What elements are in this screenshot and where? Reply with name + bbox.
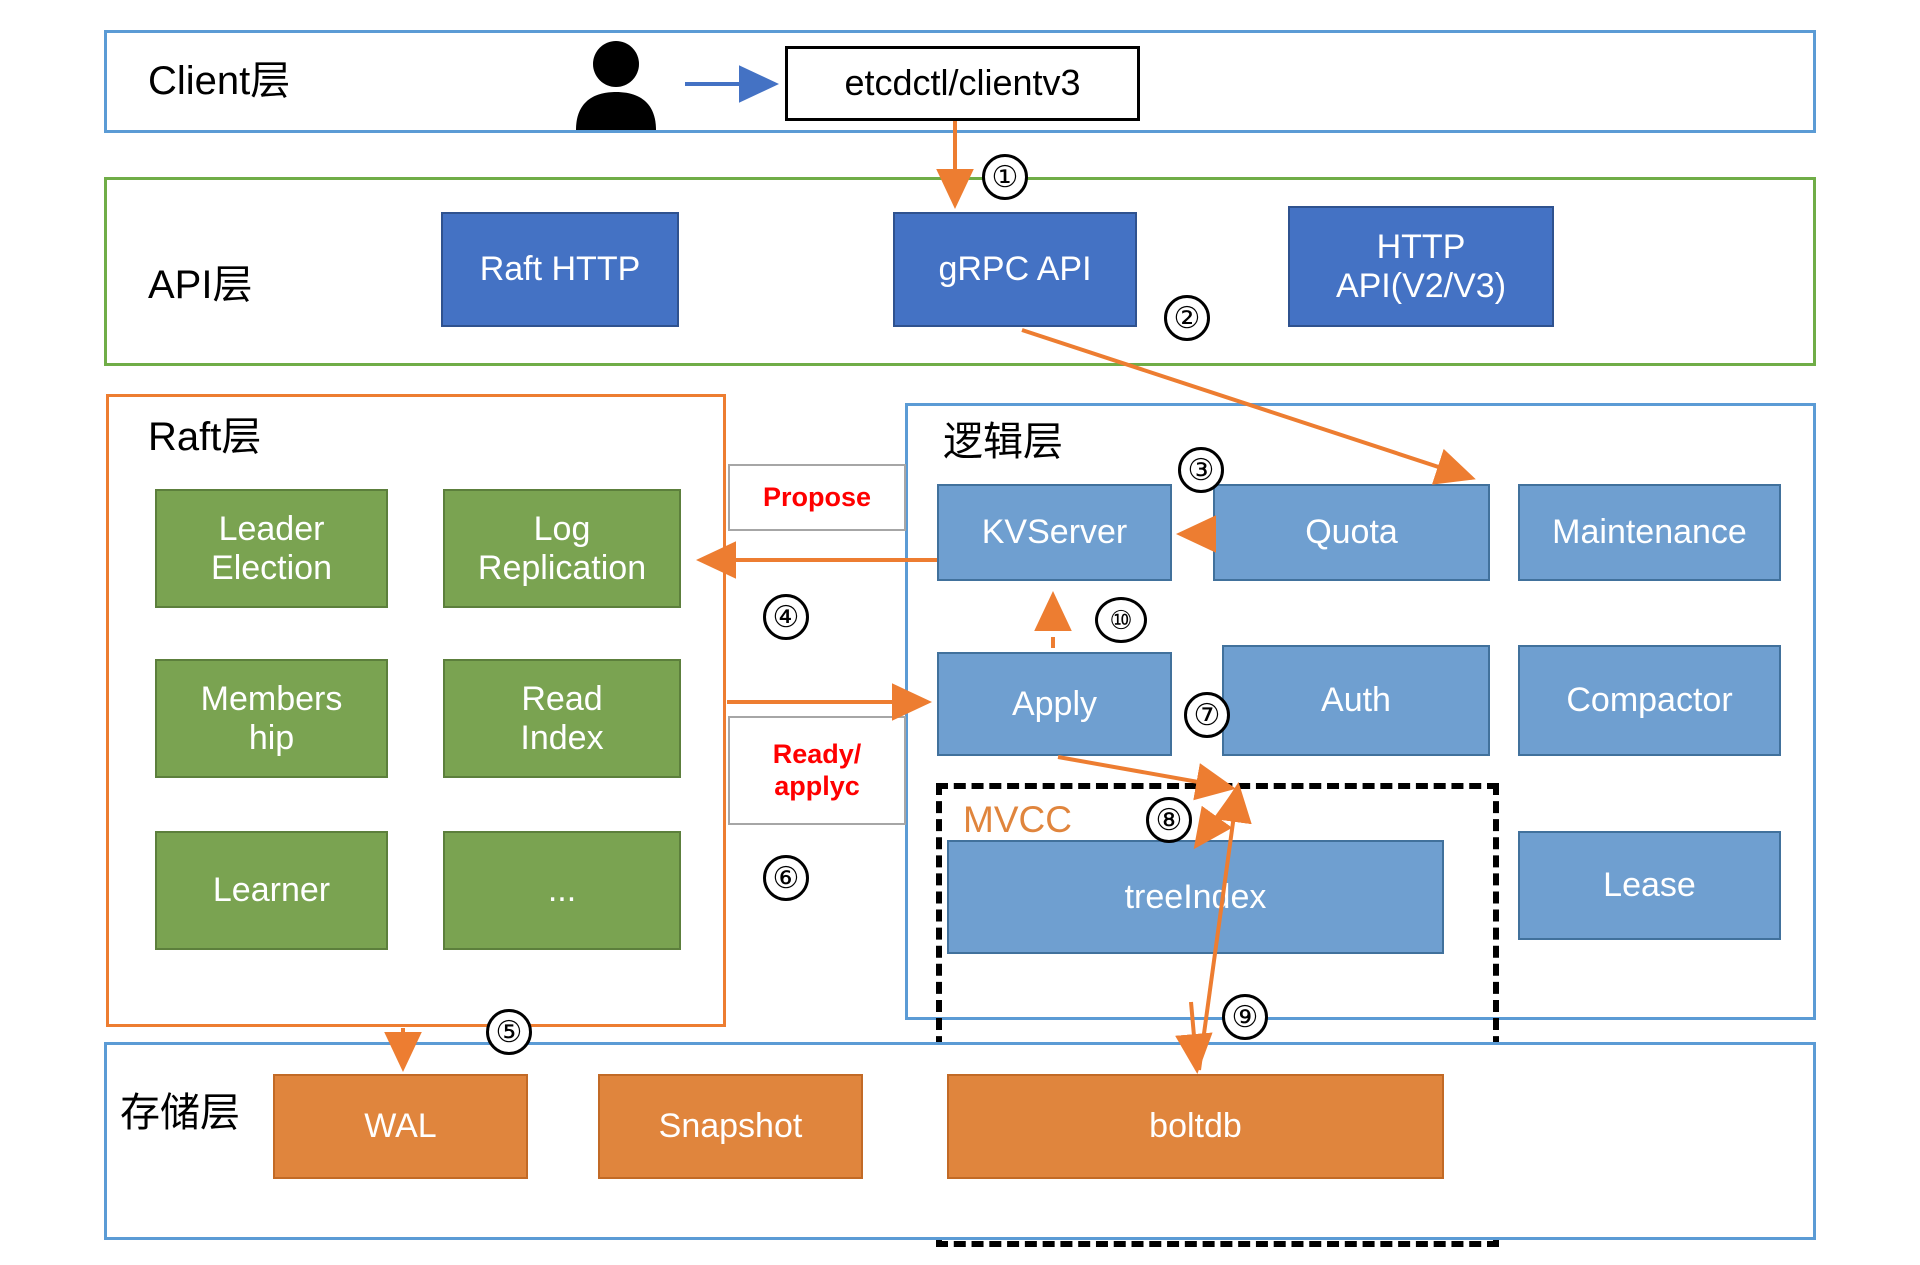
step-9-badge: ⑨ xyxy=(1222,994,1268,1040)
compactor-node[interactable]: Compactor xyxy=(1518,645,1781,756)
step-2-badge: ② xyxy=(1164,295,1210,341)
wal-node[interactable]: WAL xyxy=(273,1074,528,1179)
raft-http-label: Raft HTTP xyxy=(479,250,641,289)
log-replication-node[interactable]: Log Replication xyxy=(443,489,681,608)
step-8-badge: ⑧ xyxy=(1146,797,1192,843)
raft-layer-label: Raft层 xyxy=(148,415,262,459)
ready-applyc-line2: applyc xyxy=(774,770,860,801)
lease-label: Lease xyxy=(1603,866,1696,905)
membership-node[interactable]: Members hip xyxy=(155,659,388,778)
step-7-badge: ⑦ xyxy=(1184,692,1230,738)
snapshot-label: Snapshot xyxy=(658,1107,803,1146)
raft-http-node[interactable]: Raft HTTP xyxy=(441,212,679,327)
learner-label: Learner xyxy=(212,871,331,910)
membership-line2: hip xyxy=(248,718,295,757)
ready-applyc-tag: Ready/ applyc xyxy=(728,716,906,825)
api-layer-label: API层 xyxy=(148,263,253,307)
etc-label: ... xyxy=(547,871,577,910)
step-5-badge: ⑤ xyxy=(486,1009,532,1055)
auth-node[interactable]: Auth xyxy=(1222,645,1490,756)
compactor-label: Compactor xyxy=(1566,681,1733,720)
http-api-node[interactable]: HTTP API(V2/V3) xyxy=(1288,206,1554,327)
person-icon xyxy=(576,41,656,130)
treeindex-label: treeIndex xyxy=(1124,877,1267,916)
http-api-label-line1: HTTP xyxy=(1376,228,1466,267)
logic-layer-label: 逻辑层 xyxy=(943,420,1063,464)
log-replication-line2: Replication xyxy=(477,548,647,587)
lease-node[interactable]: Lease xyxy=(1518,831,1781,940)
snapshot-node[interactable]: Snapshot xyxy=(598,1074,863,1179)
apply-label: Apply xyxy=(1011,684,1098,723)
log-replication-line1: Log xyxy=(533,510,591,549)
kvserver-node[interactable]: KVServer xyxy=(937,484,1172,581)
quota-label: Quota xyxy=(1305,513,1398,552)
quota-node[interactable]: Quota xyxy=(1213,484,1490,581)
membership-line1: Members xyxy=(200,680,343,719)
step-4-badge: ④ xyxy=(763,594,809,640)
etcdctl-clientv3-node[interactable]: etcdctl/clientv3 xyxy=(785,46,1140,121)
storage-layer-label: 存储层 xyxy=(120,1091,240,1135)
boltdb-label: boltdb xyxy=(1149,1107,1242,1146)
grpc-api-label: gRPC API xyxy=(938,250,1092,289)
auth-label: Auth xyxy=(1321,681,1391,720)
read-index-line1: Read xyxy=(521,680,603,719)
grpc-api-node[interactable]: gRPC API xyxy=(893,212,1137,327)
kvserver-label: KVServer xyxy=(981,513,1128,552)
step-1-badge: ① xyxy=(982,154,1028,200)
leader-election-node[interactable]: Leader Election xyxy=(155,489,388,608)
step-3-badge: ③ xyxy=(1178,447,1224,493)
ready-applyc-line1: Ready/ xyxy=(772,738,862,769)
leader-election-line1: Leader xyxy=(218,510,325,549)
read-index-line2: Index xyxy=(520,718,604,757)
mvcc-label: MVCC xyxy=(963,799,1072,840)
step-6-badge: ⑥ xyxy=(763,855,809,901)
client-layer-label: Client层 xyxy=(148,59,291,103)
read-index-node[interactable]: Read Index xyxy=(443,659,681,778)
step-10-badge: ⑩ xyxy=(1095,597,1147,643)
maintenance-node[interactable]: Maintenance xyxy=(1518,484,1781,581)
propose-tag-label: Propose xyxy=(762,481,872,512)
propose-tag: Propose xyxy=(728,464,906,531)
treeindex-node[interactable]: treeIndex xyxy=(947,840,1444,954)
etc-node[interactable]: ... xyxy=(443,831,681,950)
http-api-label-line2: API(V2/V3) xyxy=(1335,266,1507,305)
apply-node[interactable]: Apply xyxy=(937,652,1172,756)
wal-label: WAL xyxy=(364,1107,437,1146)
learner-node[interactable]: Learner xyxy=(155,831,388,950)
maintenance-label: Maintenance xyxy=(1552,513,1747,552)
etcdctl-clientv3-label: etcdctl/clientv3 xyxy=(844,62,1081,104)
leader-election-line2: Election xyxy=(211,548,332,587)
boltdb-node[interactable]: boltdb xyxy=(947,1074,1444,1179)
